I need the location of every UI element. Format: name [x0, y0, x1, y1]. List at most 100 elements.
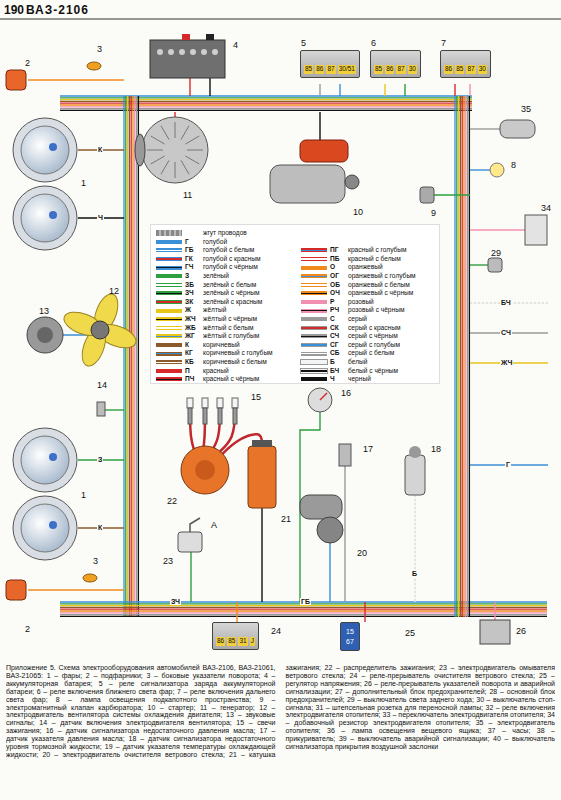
- branch-wire: [190, 552, 191, 602]
- side-lamp: [6, 70, 26, 90]
- voltage-regulator: 1567: [340, 622, 360, 651]
- legend-text: жёлтый с голубым: [203, 333, 259, 340]
- generator: [181, 160, 189, 174]
- legend-text: зелёный с чёрным: [203, 290, 260, 297]
- pin-number: 85: [455, 65, 464, 74]
- branch-wire: [209, 78, 210, 96]
- flasher-relay: [480, 620, 510, 644]
- washer-motor: [178, 518, 202, 552]
- wire-color-swatch: [301, 352, 327, 356]
- generator: [135, 117, 208, 183]
- harness-swatch: [156, 230, 182, 236]
- legend-text: коричневый с белым: [203, 359, 267, 366]
- branch-wire: [189, 78, 190, 96]
- wire-stripe: [301, 276, 327, 277]
- wire-harness: [60, 110, 472, 111]
- spark-plug: [202, 398, 208, 408]
- legend-row: РЧрозовый с чёрным: [301, 306, 404, 315]
- distributor: [181, 446, 229, 494]
- wire-stripe: [301, 370, 327, 371]
- wire-color-code: ГБ: [185, 247, 200, 254]
- wire-color-swatch: [301, 248, 327, 252]
- legend-text: жёлтый с чёрным: [203, 316, 257, 323]
- sensor: [339, 444, 351, 466]
- pin-number: 86: [385, 65, 394, 74]
- wire-color-swatch: [301, 257, 327, 261]
- generator: [185, 136, 199, 144]
- branch-wire: [404, 84, 405, 96]
- branch-wire: [174, 112, 175, 117]
- small-part: [488, 258, 502, 272]
- wire-harness: [60, 614, 547, 615]
- headlamp: [13, 118, 77, 560]
- sensor: [405, 455, 425, 495]
- headlamp: [13, 496, 77, 560]
- branch-wire: [329, 542, 330, 602]
- relay-box: 85868730: [370, 50, 421, 78]
- legend-row: БЧбелый с чёрным: [301, 367, 398, 376]
- spark-plug: [232, 398, 238, 408]
- branch-wire: [344, 466, 345, 602]
- branch-wire: [470, 169, 490, 170]
- legend-text: серый с белым: [348, 350, 394, 357]
- callout-number: 25: [404, 628, 416, 638]
- legend-text: зелёный с белым: [203, 282, 256, 289]
- wire-harness: [60, 95, 472, 96]
- wire-harness: [60, 610, 547, 611]
- legend-row: ЗЧзелёный с чёрным: [156, 289, 260, 298]
- wire-color-swatch: [301, 369, 327, 373]
- wire-color-code: Б: [330, 359, 345, 366]
- wire-stripe: [156, 353, 182, 354]
- wire-color-code: ЗЧ: [170, 598, 181, 605]
- legend-text: голубой с чёрным: [203, 264, 258, 271]
- legend-row: Ссерый: [301, 315, 367, 324]
- legend-row: ЖЧжёлтый с чёрным: [156, 315, 257, 324]
- callout-number: 22: [166, 496, 178, 506]
- callout-number: 3: [96, 44, 103, 54]
- generator: [187, 150, 203, 151]
- wire-color-code: ОБ: [330, 282, 345, 289]
- wire-color-swatch: [156, 300, 182, 304]
- starter: [345, 175, 359, 189]
- relay-box: 86858730: [440, 50, 491, 78]
- branch-wire: [384, 84, 385, 96]
- callout-number: 8: [510, 160, 517, 170]
- legend-text: красный с голубым: [348, 247, 407, 254]
- legend-text: голубой: [203, 239, 227, 246]
- wire-color-code: КБ: [185, 359, 200, 366]
- callout-number: 23: [162, 556, 174, 566]
- legend-text: красный: [203, 368, 229, 375]
- cooling-fan: [61, 291, 139, 369]
- wire-color-swatch: [156, 309, 182, 313]
- callout-number: 4: [232, 40, 239, 50]
- wire-color-code: СБ: [330, 350, 345, 357]
- pin-number: 86: [315, 65, 324, 74]
- callout-number: 6: [370, 38, 377, 48]
- wire-color-code: ГЧ: [185, 264, 200, 271]
- pin-number: 30: [408, 65, 417, 74]
- battery: [179, 49, 185, 55]
- callout-number: 35: [520, 104, 532, 114]
- pin-number: 87: [326, 65, 335, 74]
- legend-row: ЗКзелёный с красным: [156, 298, 262, 307]
- branch-wire: [415, 495, 416, 602]
- wire-color-code: БЧ: [330, 368, 345, 375]
- turn-repeater: [87, 62, 101, 70]
- legend-row: СКсерый с красным: [301, 324, 400, 333]
- wire-color-swatch: [301, 300, 327, 304]
- legend-text: оранжевый с голубым: [348, 273, 416, 280]
- wire-harness: [458, 96, 459, 617]
- header-rule: [0, 19, 561, 20]
- ignition-coil: [252, 440, 272, 447]
- spark-plug: [217, 398, 223, 408]
- wire-color-code: ЖГ: [185, 333, 200, 340]
- headlamp: [21, 126, 69, 174]
- headlamp: [21, 504, 69, 552]
- generator: [185, 156, 199, 164]
- legend-text: коричневый с голубым: [203, 350, 273, 357]
- branch-wire: [454, 84, 455, 96]
- wire-stripe: [301, 250, 327, 251]
- wire-color-code: Р: [330, 299, 345, 306]
- starter: [300, 140, 348, 162]
- branch-wire: [470, 128, 500, 129]
